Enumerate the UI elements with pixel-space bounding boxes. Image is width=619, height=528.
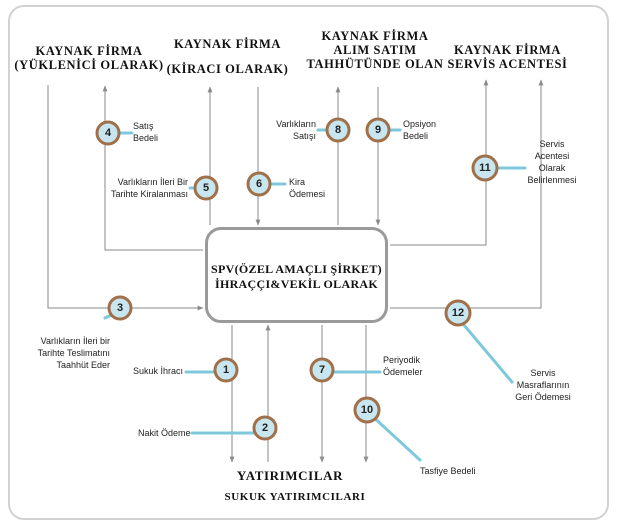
- pointer-12: [456, 316, 514, 384]
- badge-1-number: 1: [223, 364, 229, 376]
- spv-box: [205, 227, 388, 323]
- label-step-6: Kira Ödemesi: [289, 177, 326, 199]
- investors-title: YATIRIMCILAR: [236, 468, 344, 483]
- label-step-11: Servis Acentesi Olarak Belirlenmesi: [527, 139, 577, 185]
- badge-2: [252, 415, 278, 441]
- label-step-2: Nakit Ödeme: [138, 428, 191, 438]
- label-step-4: Satış Bedeli: [133, 121, 159, 143]
- arrow-3-to-spv: [47, 85, 204, 311]
- badge-8: [325, 117, 351, 143]
- header-kaynak-firma-yuklenici: KAYNAK FİRMA (YÜKLENİCİ OLARAK): [14, 44, 164, 72]
- label-step-3: Varlıkların İleri bir Tarihte Teslimatın…: [37, 336, 110, 370]
- badge-3: [107, 295, 133, 321]
- badge-10: [353, 396, 381, 424]
- header-kaynak-firma-servis: KAYNAK FİRMA SERVİS ACENTESİ: [447, 43, 568, 71]
- badge-8-number: 8: [335, 124, 341, 136]
- step-badges: [95, 117, 499, 441]
- badge-6-number: 6: [256, 178, 262, 190]
- badge-11: [471, 154, 499, 182]
- badge-5-number: 5: [203, 182, 209, 194]
- badge-7-number: 7: [319, 364, 325, 376]
- badge-12-number: 12: [452, 307, 464, 319]
- header-kaynak-firma-alim-satim: KAYNAK FİRMA ALIM SATIM TAHHÜTÜNDE OLAN: [306, 29, 444, 71]
- header-kaynak-firma-kiraci: KAYNAK FİRMA (KİRACI OLARAK): [166, 37, 289, 76]
- badge-12: [444, 299, 472, 327]
- badge-4: [95, 120, 121, 146]
- spv-title: SPV(ÖZEL AMAÇLI ŞİRKET) İHRAÇÇI&VEKİL OL…: [211, 262, 382, 291]
- investors-subtitle: SUKUK YATIRIMCILARI: [224, 491, 366, 503]
- badge-7: [309, 357, 335, 383]
- arrow-12-to-kf4: [390, 79, 544, 309]
- label-step-5: Varlıkların İleri Bir Tarihte Kiralanmas…: [110, 177, 188, 199]
- label-step-8: Varlıkların Satışı: [276, 119, 316, 141]
- label-step-9: Opsiyon Bedeli: [403, 119, 437, 141]
- badge-10-number: 10: [361, 404, 373, 416]
- arrow-4-to-kf1: [102, 85, 203, 251]
- badge-9-number: 9: [375, 124, 381, 136]
- pointer-10: [368, 412, 422, 462]
- badge-3-number: 3: [117, 302, 123, 314]
- label-step-10: Tasfiye Bedeli: [420, 466, 476, 476]
- badge-9: [365, 117, 391, 143]
- label-step-1: Sukuk İhracı: [133, 366, 184, 376]
- badge-4-number: 4: [105, 127, 112, 139]
- badge-2-number: 2: [262, 422, 268, 434]
- label-step-7: Periyodik Ödemeler: [383, 355, 423, 377]
- label-step-12: Servis Masraflarının Geri Ödemesi: [515, 368, 571, 402]
- arrow-spv-to-kf4-left: [390, 79, 489, 246]
- badge-6: [246, 171, 272, 197]
- badge-5: [193, 175, 219, 201]
- badge-1: [213, 357, 239, 383]
- badge-11-number: 11: [479, 162, 491, 174]
